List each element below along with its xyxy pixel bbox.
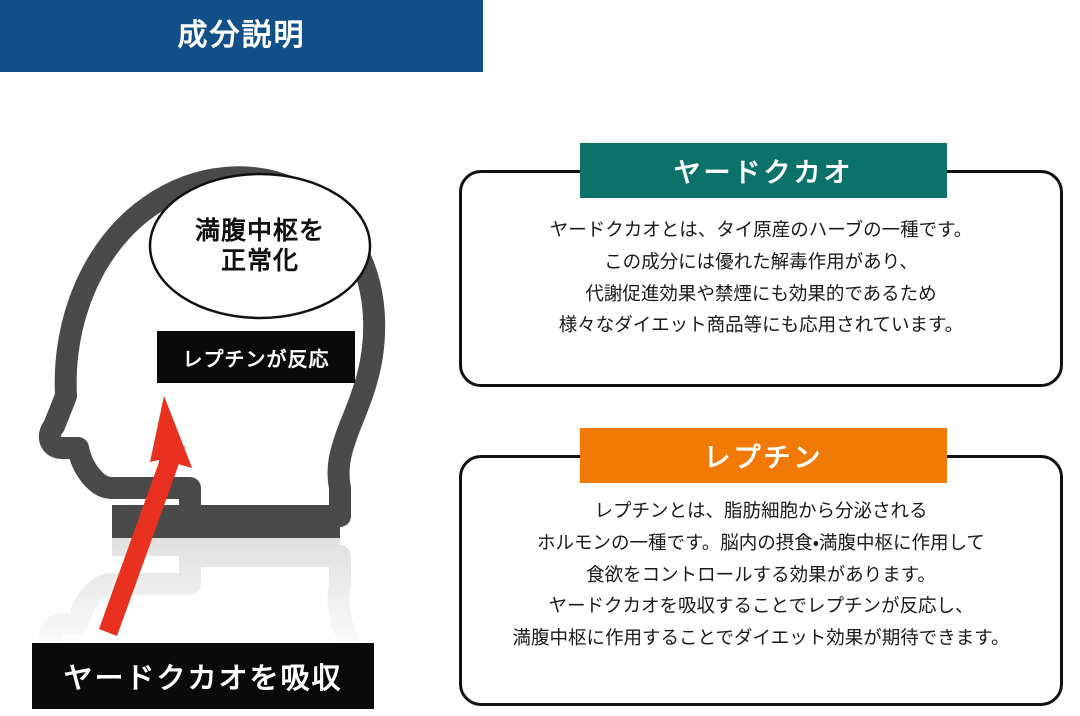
shoulder-bar — [112, 505, 340, 538]
header-banner: 成分説明 — [0, 0, 483, 72]
page-title: 成分説明 — [177, 19, 306, 52]
body-line: ホルモンの一種です。脳内の摂食・満腹中枢に作用して — [537, 532, 985, 554]
absorption-arrow — [99, 396, 192, 636]
body-line: 様々なダイエット商品等にも応用されています。 — [558, 315, 964, 337]
absorb-bar: ヤードクカオを吸収 — [32, 643, 374, 709]
info-card-yardkukao-header: ヤードクカオ — [580, 143, 947, 198]
body-line: レプチンとは、脂肪細胞から分泌される — [594, 501, 928, 522]
info-card-leptin-body: レプチンとは、脂肪細胞から分泌される ホルモンの一種です。脳内の摂食・満腹中枢に… — [462, 496, 1060, 655]
leptin-reaction-tag-label: レプチンが反応 — [182, 348, 330, 371]
info-card-leptin-header: レプチン — [580, 428, 947, 483]
info-card-yardkukao-body: ヤードクカオとは、タイ原産のハーブの一種です。 この成分には優れた解毒作用があり… — [462, 215, 1060, 342]
body-line: 代謝促進効果や禁煙にも効果的であるため — [585, 283, 937, 305]
body-line: ヤードクカオとは、タイ原産のハーブの一種です。 — [549, 220, 973, 241]
leptin-reaction-tag: レプチンが反応 — [157, 331, 355, 383]
info-card-leptin: レプチン レプチンとは、脂肪細胞から分泌される ホルモンの一種です。脳内の摂食・… — [459, 428, 1063, 706]
info-card-yardkukao: ヤードクカオ ヤードクカオとは、タイ原産のハーブの一種です。 この成分には優れた… — [459, 143, 1063, 387]
absorb-bar-label: ヤードクカオを吸収 — [63, 663, 343, 695]
brain-ellipse — [148, 172, 372, 320]
body-line: 満腹中枢に作用することでダイエット効果が期待できます。 — [512, 628, 1010, 650]
info-card-yardkukao-title: ヤードクカオ — [673, 158, 854, 188]
info-card-leptin-title: レプチン — [703, 443, 824, 473]
body-line: ヤードクカオを吸収することでレプチンが反応し、 — [548, 596, 974, 618]
body-line: この成分には優れた解毒作用があり、 — [604, 251, 918, 273]
body-line: 食欲をコントロールする効果があります。 — [586, 564, 936, 586]
